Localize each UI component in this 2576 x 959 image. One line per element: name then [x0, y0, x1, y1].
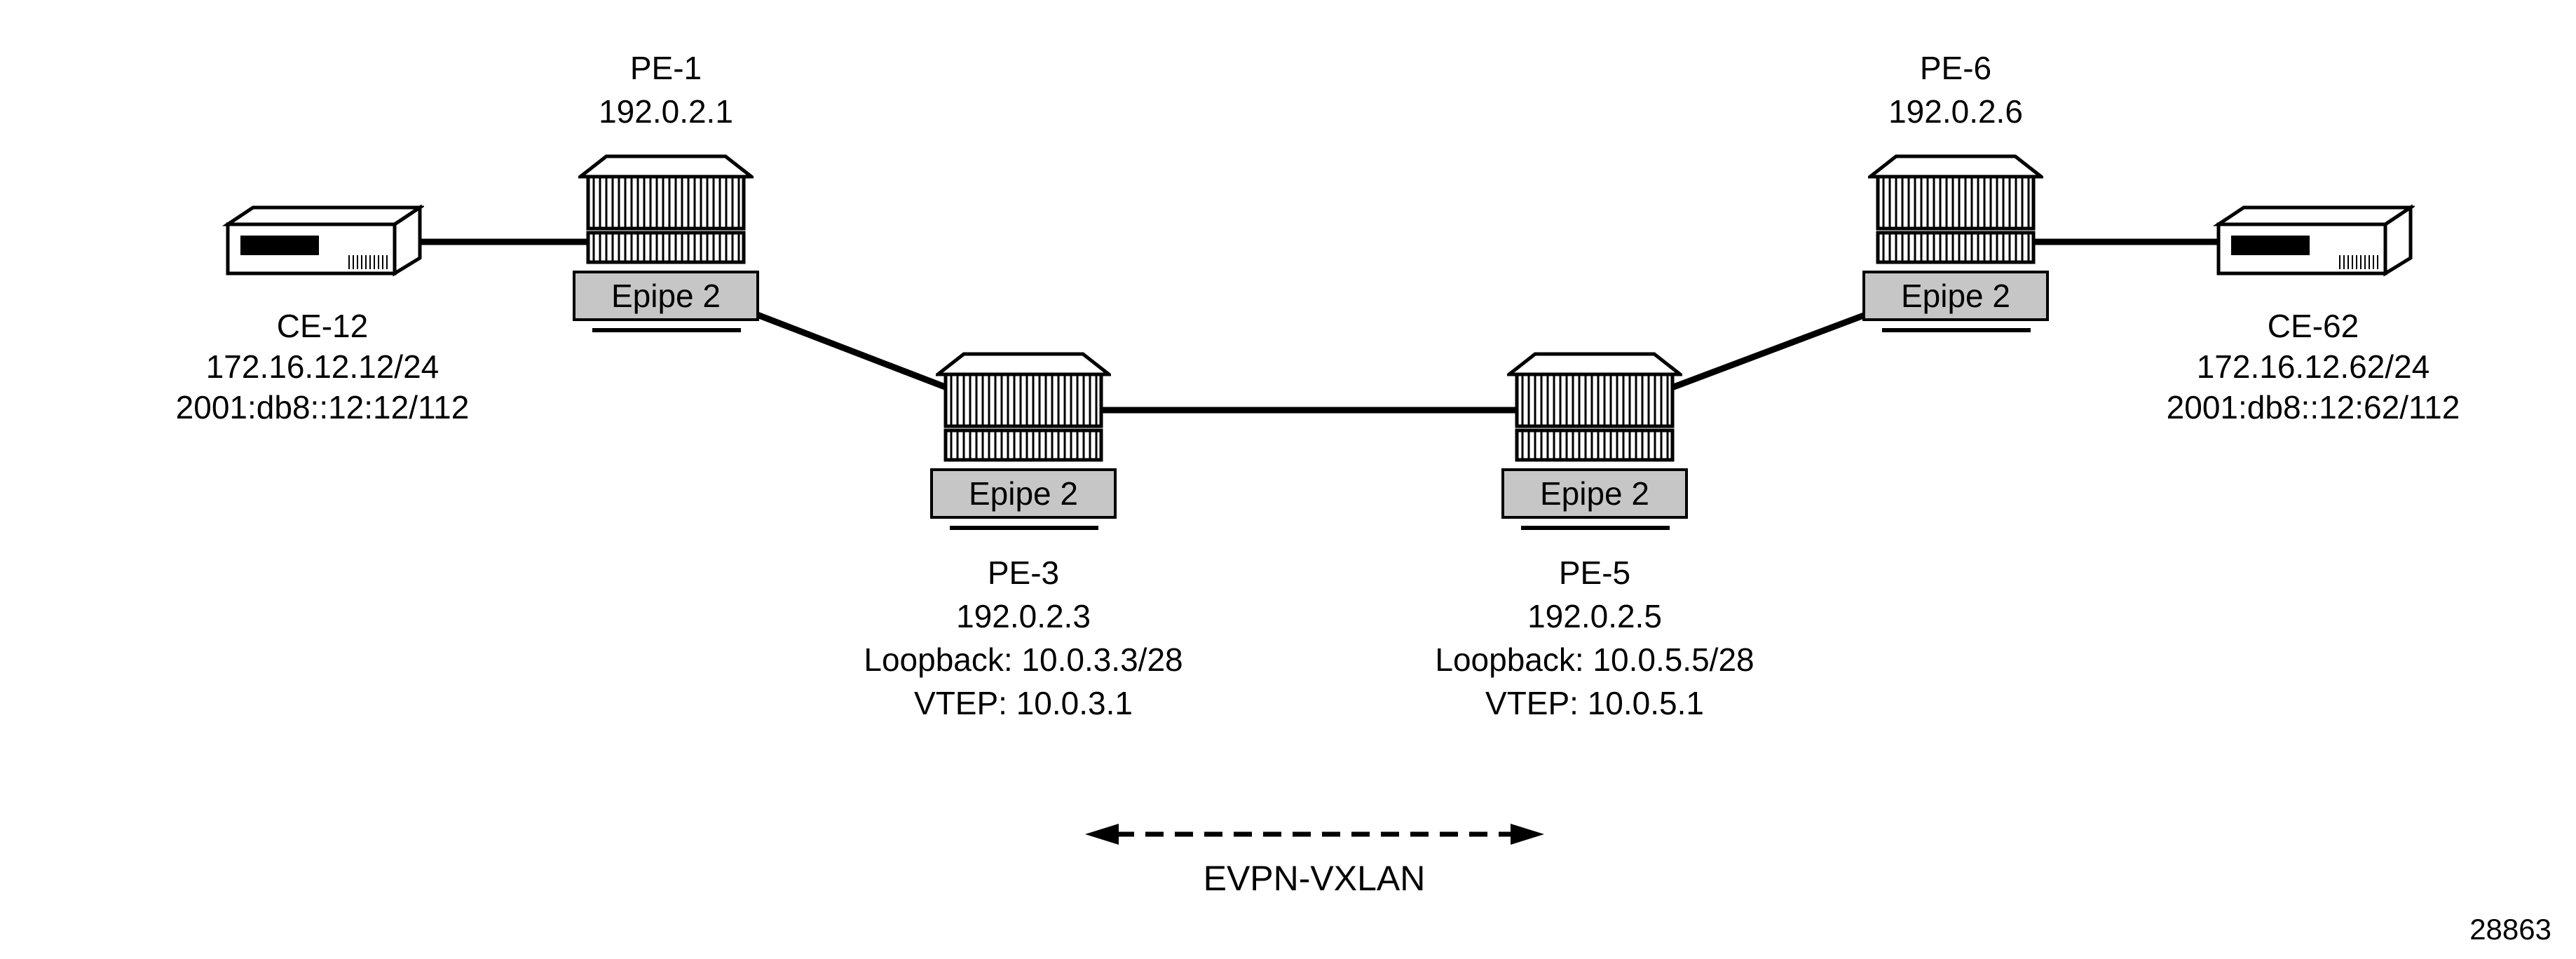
epipe-badge: Epipe 2: [573, 271, 759, 321]
router-icon: [1507, 352, 1682, 462]
pe5-vtep: VTEP: 10.0.5.1: [1485, 685, 1704, 721]
pe5-loopback: Loopback: 10.0.5.5/28: [1435, 641, 1754, 678]
pe5-name: PE-5: [1558, 555, 1631, 591]
pe5-ip: 192.0.2.5: [1527, 598, 1662, 634]
figure-number: 28863: [2469, 913, 2551, 946]
pe3-loopback: Loopback: 10.0.3.3/28: [864, 641, 1183, 678]
epipe-badge: Epipe 2: [1862, 271, 2049, 321]
epipe-badge: Epipe 2: [930, 468, 1117, 519]
router-base-line: [1882, 328, 2031, 332]
ce-device-icon: [2212, 204, 2415, 277]
pe3-vtep: VTEP: 10.0.3.1: [914, 685, 1133, 721]
ce12-ipv6: 2001:db8::12:12/112: [175, 389, 470, 426]
pe6-name: PE-6: [1919, 50, 1992, 86]
epipe-badge: Epipe 2: [1501, 468, 1688, 519]
ce62-ipv4: 172.16.12.62/24: [2196, 348, 2430, 385]
ce12-name: CE-12: [276, 308, 369, 344]
pe3-name: PE-3: [987, 555, 1060, 591]
arrowhead-right-icon: [1511, 824, 1544, 845]
pe6-ip: 192.0.2.6: [1888, 93, 2023, 130]
pe1-ip: 192.0.2.1: [599, 93, 733, 130]
router-icon: [1868, 154, 2043, 264]
arrowhead-left-icon: [1085, 824, 1119, 845]
evpn-vxlan-label: EVPN-VXLAN: [1203, 859, 1426, 898]
ce-device-icon: [222, 204, 424, 277]
link-pe1-pe3: [749, 308, 976, 402]
pe1-name: PE-1: [629, 50, 702, 86]
router-icon: [936, 352, 1111, 462]
router-base-line: [1521, 526, 1670, 530]
ce62-ipv6: 2001:db8::12:62/112: [2166, 389, 2460, 426]
evpn-vxlan-arrow: [1085, 824, 1544, 845]
ce62-name: CE-62: [2267, 308, 2359, 344]
router-base-line: [950, 526, 1098, 530]
router-base-line: [592, 328, 741, 332]
router-icon: [578, 154, 754, 264]
link-pe5-pe6: [1642, 308, 1874, 402]
pe3-ip: 192.0.2.3: [956, 598, 1091, 634]
ce12-ipv4: 172.16.12.12/24: [205, 348, 439, 385]
